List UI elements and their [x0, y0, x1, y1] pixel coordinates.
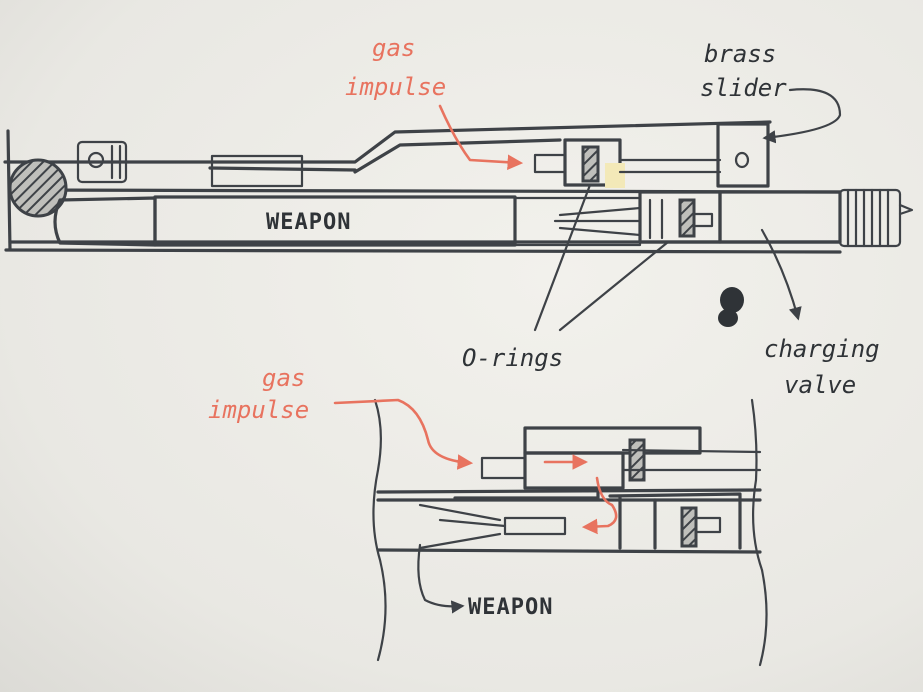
- detail-gas-impulse-arrow: [333, 398, 474, 470]
- brass-slider-arrow: [762, 88, 842, 144]
- detail-weapon-arrow: [417, 543, 465, 614]
- detail-lower-chamber: [453, 486, 742, 550]
- ink-blot: [718, 287, 744, 327]
- weapon-rear-taper: [553, 206, 642, 237]
- detail-upper-o-ring: [628, 438, 646, 482]
- bottom-gas-label: gas: [262, 364, 305, 392]
- knurled-cap: [838, 188, 914, 248]
- detail-lower-o-ring: [680, 506, 698, 548]
- front-tube-sleeve: [210, 154, 304, 188]
- top-hull-upper-line: [3, 120, 842, 254]
- detail-flow-arrow-2: [581, 476, 618, 535]
- valve-label: valve: [784, 371, 856, 399]
- top-impulse-label: impulse: [345, 73, 446, 101]
- gas-inlet-nozzle: [533, 153, 567, 174]
- detail-firing-pin: [503, 516, 567, 536]
- charging-valve-tube: [718, 190, 842, 244]
- detail-break-left: [372, 398, 387, 662]
- top-gas-tube: [208, 138, 562, 174]
- detail-hull-lines: [376, 488, 762, 554]
- detail-slider-top: [523, 426, 702, 455]
- weapon-body-top: [53, 196, 157, 247]
- top-assembly: [3, 120, 914, 254]
- detail-valve-stem: [694, 516, 722, 534]
- bottom-detail: [333, 398, 768, 667]
- o-rings-leader-lines: [533, 183, 670, 332]
- slider-o-ring: [581, 145, 600, 183]
- left-hatched-circle: [8, 158, 68, 218]
- weapon-bottom-label: WEAPON: [468, 595, 553, 620]
- weapon-body-main: [153, 195, 517, 247]
- charging-label: charging: [764, 335, 880, 363]
- detail-weapon-taper: [418, 503, 507, 550]
- brass-slider-block: [716, 122, 770, 188]
- top-gas-impulse-arrow: [438, 104, 524, 171]
- detail-gas-nozzle: [480, 456, 527, 480]
- detail-piston-chamber: [523, 451, 625, 490]
- detail-break-right: [750, 398, 768, 667]
- front-block-slots: [110, 144, 122, 180]
- charging-valve-arrow: [760, 228, 802, 321]
- valve-internals: [648, 198, 714, 240]
- top-gas-label: gas: [372, 34, 415, 62]
- front-block: [76, 140, 128, 184]
- brass-label: brass: [704, 40, 776, 68]
- o-rings-label: O-rings: [462, 344, 563, 372]
- slider-label: slider: [700, 74, 787, 102]
- front-block-hole: [87, 151, 105, 169]
- brass-tint: [605, 163, 625, 188]
- slider-rod: [618, 158, 722, 174]
- weapon-top-label: WEAPON: [266, 210, 351, 235]
- bottom-impulse-label: impulse: [208, 396, 309, 424]
- valve-o-ring: [678, 198, 696, 238]
- detail-slider-rod: [621, 448, 762, 472]
- brass-slider-screw: [734, 151, 750, 169]
